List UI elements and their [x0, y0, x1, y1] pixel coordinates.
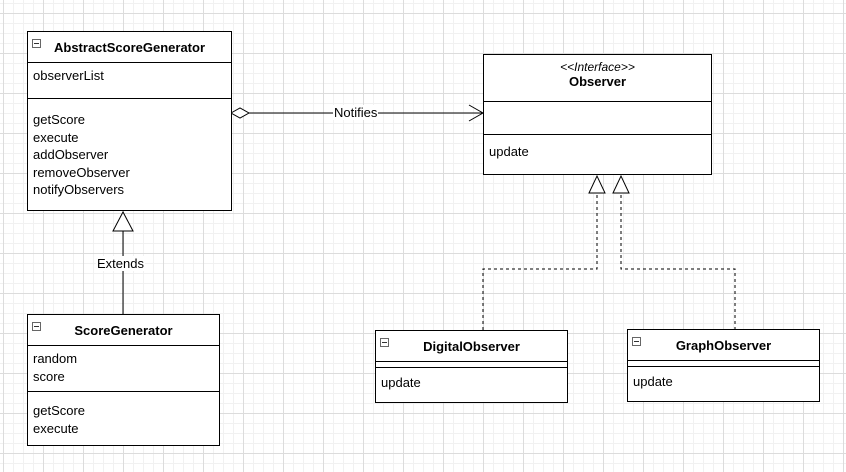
class-name: GraphObserver: [675, 337, 772, 353]
method: getScore: [33, 403, 86, 418]
class-header[interactable]: AbstractScoreGenerator: [28, 32, 231, 63]
class-name: DigitalObserver: [423, 338, 520, 354]
stereotype: <<Interface>>: [560, 60, 635, 74]
class-name: AbstractScoreGenerator: [54, 39, 205, 55]
methods-section: getScore execute addObserver removeObser…: [28, 99, 231, 210]
attributes-section: [376, 362, 567, 368]
class-digital-observer[interactable]: DigitalObserver update: [375, 330, 568, 403]
method: addObserver: [33, 147, 109, 162]
attribute: random: [33, 351, 78, 366]
class-name: ScoreGenerator: [74, 322, 173, 338]
methods-section: update: [376, 368, 567, 402]
method: update: [489, 144, 529, 159]
method: removeObserver: [33, 164, 130, 180]
attributes-section: [484, 102, 711, 135]
class-abstract-score-generator[interactable]: AbstractScoreGenerator observerList getS…: [27, 31, 232, 211]
method: update: [633, 374, 673, 389]
class-header[interactable]: ScoreGenerator: [28, 315, 219, 346]
graph-realization[interactable]: [612, 174, 736, 330]
attributes-section: random score: [28, 346, 219, 392]
method: execute: [33, 420, 79, 436]
extends-label: Extends: [96, 256, 145, 271]
method: getScore: [33, 112, 86, 127]
collapse-icon[interactable]: [32, 322, 41, 331]
attribute: observerList: [33, 68, 104, 83]
extends-generalization[interactable]: [112, 210, 134, 314]
attributes-section: observerList: [28, 63, 231, 99]
method: execute: [33, 129, 79, 145]
methods-section: update: [628, 367, 819, 401]
method: notifyObservers: [33, 182, 125, 197]
class-score-generator[interactable]: ScoreGenerator random score getScore exe…: [27, 314, 220, 446]
class-header[interactable]: DigitalObserver: [376, 331, 567, 362]
aggregation-diamond: [229, 107, 251, 119]
attributes-section: [628, 361, 819, 367]
notifies-label: Notifies: [333, 105, 379, 120]
realization-triangle-right: [612, 174, 630, 194]
generalization-triangle: [112, 210, 134, 232]
class-name: Observer: [568, 74, 627, 89]
class-observer-interface[interactable]: <<Interface>> Observer update: [483, 54, 712, 175]
methods-section: getScore execute: [28, 392, 219, 445]
digital-realization[interactable]: [482, 174, 606, 330]
methods-section: update: [484, 135, 711, 174]
realization-triangle-left: [588, 174, 606, 194]
method: update: [381, 375, 421, 390]
collapse-icon[interactable]: [380, 338, 389, 347]
class-graph-observer[interactable]: GraphObserver update: [627, 329, 820, 402]
collapse-icon[interactable]: [632, 337, 641, 346]
attribute: score: [33, 368, 65, 384]
class-header[interactable]: <<Interface>> Observer: [484, 55, 711, 102]
collapse-icon[interactable]: [32, 39, 41, 48]
class-header[interactable]: GraphObserver: [628, 330, 819, 361]
